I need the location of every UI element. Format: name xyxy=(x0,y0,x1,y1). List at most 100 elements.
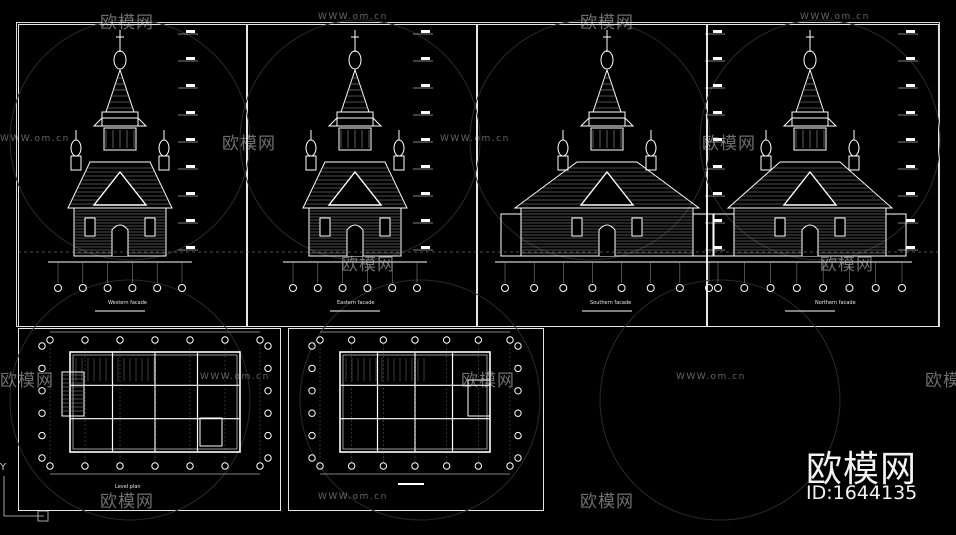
southern-facade-level-label xyxy=(713,57,722,60)
eastern-facade-grid-bubble xyxy=(413,284,421,292)
eastern-facade-belfry-skirt xyxy=(327,117,383,127)
eastern-facade-side-drum xyxy=(305,155,317,171)
foundation-plan-grid-bubble xyxy=(474,336,483,344)
panel-northern-facade[interactable] xyxy=(707,24,939,327)
panel-level-plan[interactable] xyxy=(18,328,281,511)
southern-facade-drum xyxy=(590,127,624,151)
panel-foundation-plan[interactable] xyxy=(288,328,544,511)
foundation-plan-grid-bubble xyxy=(474,462,483,470)
ucs-axis-label: Y xyxy=(0,462,7,473)
southern-facade-level-label xyxy=(713,138,722,141)
eastern-facade-grid-bubble xyxy=(388,284,397,292)
western-facade-level-label xyxy=(186,57,195,60)
northern-facade-level-label xyxy=(906,111,915,114)
western-facade-belfry xyxy=(101,111,139,127)
foundation-plan-grid-bubble xyxy=(347,462,356,470)
foundation-plan-grid-bubble xyxy=(442,462,451,470)
level-plan-grid-bubble xyxy=(38,342,46,350)
eastern-facade-drum xyxy=(338,127,372,151)
foundation-plan-grid-bubble xyxy=(411,462,419,470)
foundation-plan-grid-bubble xyxy=(506,462,514,470)
foundation-plan-grid-bubble xyxy=(514,454,522,462)
western-facade-gable xyxy=(92,170,148,206)
brand-logo: 欧模网 xyxy=(806,449,918,490)
watermark-brand: 欧模网 xyxy=(100,492,154,512)
ucs-box xyxy=(37,510,49,522)
level-plan-grid-bubble xyxy=(46,336,54,344)
watermark-url: WWW.om.cn xyxy=(800,12,870,22)
western-facade-level-label xyxy=(186,165,195,168)
foundation-plan-grid-bubble xyxy=(514,409,522,417)
watermark-url: WWW.om.cn xyxy=(318,12,388,22)
northern-facade-onion-dome xyxy=(803,50,817,70)
watermark-url: WWW.om.cn xyxy=(440,134,510,144)
level-plan-grid-bubble xyxy=(264,431,272,440)
panel-southern-facade[interactable] xyxy=(477,24,707,327)
level-plan-porch xyxy=(61,371,85,417)
foundation-plan-grid-bubble xyxy=(308,387,316,395)
foundation-plan-grid-bubble xyxy=(347,336,356,344)
southern-facade-grid-bubble xyxy=(646,284,655,292)
watermark-brand: 欧模网 xyxy=(702,134,756,154)
northern-facade-side-drum xyxy=(848,155,860,171)
western-facade-grid-bubble xyxy=(54,284,62,292)
watermark-brand: 欧模网 xyxy=(925,371,956,391)
foundation-plan-grid-bubble xyxy=(506,336,514,344)
eastern-facade-grid-bubble xyxy=(313,284,322,292)
northern-facade-belfry-skirt xyxy=(782,117,838,127)
northern-facade-side-dome xyxy=(760,139,772,157)
northern-facade-grid-bubble xyxy=(792,284,801,292)
southern-facade-level-label xyxy=(713,30,722,33)
level-plan-grid-bubble xyxy=(38,409,46,417)
eastern-facade-level-label xyxy=(421,57,430,60)
western-facade-grid-bubble xyxy=(103,284,112,292)
southern-facade-grid-bubble xyxy=(617,284,626,292)
western-facade-level-label xyxy=(186,111,195,114)
level-plan-grid-bubble xyxy=(264,409,272,417)
foundation-plan-grid-bubble xyxy=(308,454,316,462)
eastern-facade-level-label xyxy=(421,138,430,141)
level-plan-grid-bubble xyxy=(151,336,159,344)
watermark-brand: 欧模网 xyxy=(222,134,276,154)
southern-facade-wing xyxy=(500,213,522,257)
northern-facade-belfry xyxy=(791,111,829,127)
northern-facade-grid-bubble xyxy=(898,284,906,292)
northern-facade-wing xyxy=(885,213,907,257)
panel-western-facade[interactable] xyxy=(18,24,247,327)
level-plan-grid-bubble xyxy=(264,364,272,373)
eastern-facade-level-label xyxy=(421,165,430,168)
watermark-circle xyxy=(599,279,841,521)
foundation-plan-grid-bubble xyxy=(514,387,522,395)
foundation-plan-grid-bubble xyxy=(308,431,316,440)
eastern-facade-belfry xyxy=(336,111,374,127)
northern-facade-grid-bubble xyxy=(845,284,854,292)
southern-facade-grid-bubble xyxy=(675,284,684,292)
western-facade-side-dome xyxy=(158,139,170,157)
northern-facade-window xyxy=(774,217,786,237)
foundation-plan-grid-bubble xyxy=(442,336,451,344)
foundation-plan-grid-bubble xyxy=(308,364,316,373)
caption-level-plan: Level plan xyxy=(115,484,141,490)
western-facade-tent-roof xyxy=(105,68,135,113)
watermark-brand: 欧模网 xyxy=(580,13,634,33)
eastern-facade-tent-roof xyxy=(340,68,370,113)
foundation-plan-grid-bubble xyxy=(514,364,522,373)
western-facade-side-drum xyxy=(158,155,170,171)
eastern-facade-level-label xyxy=(421,219,430,222)
foundation-plan-grid-bubble xyxy=(411,336,419,344)
watermark-brand: 欧模网 xyxy=(0,371,54,391)
southern-facade-wing xyxy=(692,213,714,257)
northern-facade-gable xyxy=(782,170,838,206)
northern-facade-level-label xyxy=(906,84,915,87)
panel-eastern-facade[interactable] xyxy=(247,24,477,327)
northern-facade-level-label xyxy=(906,138,915,141)
southern-facade-side-dome xyxy=(645,139,657,157)
western-facade-level-label xyxy=(186,84,195,87)
watermark-url: WWW.om.cn xyxy=(0,134,70,144)
level-plan-grid-bubble xyxy=(81,336,89,344)
southern-facade-belfry-skirt xyxy=(579,117,635,127)
northern-facade-window xyxy=(834,217,846,237)
foundation-plan-scale-bar xyxy=(398,483,424,485)
northern-facade-drum xyxy=(793,127,827,151)
